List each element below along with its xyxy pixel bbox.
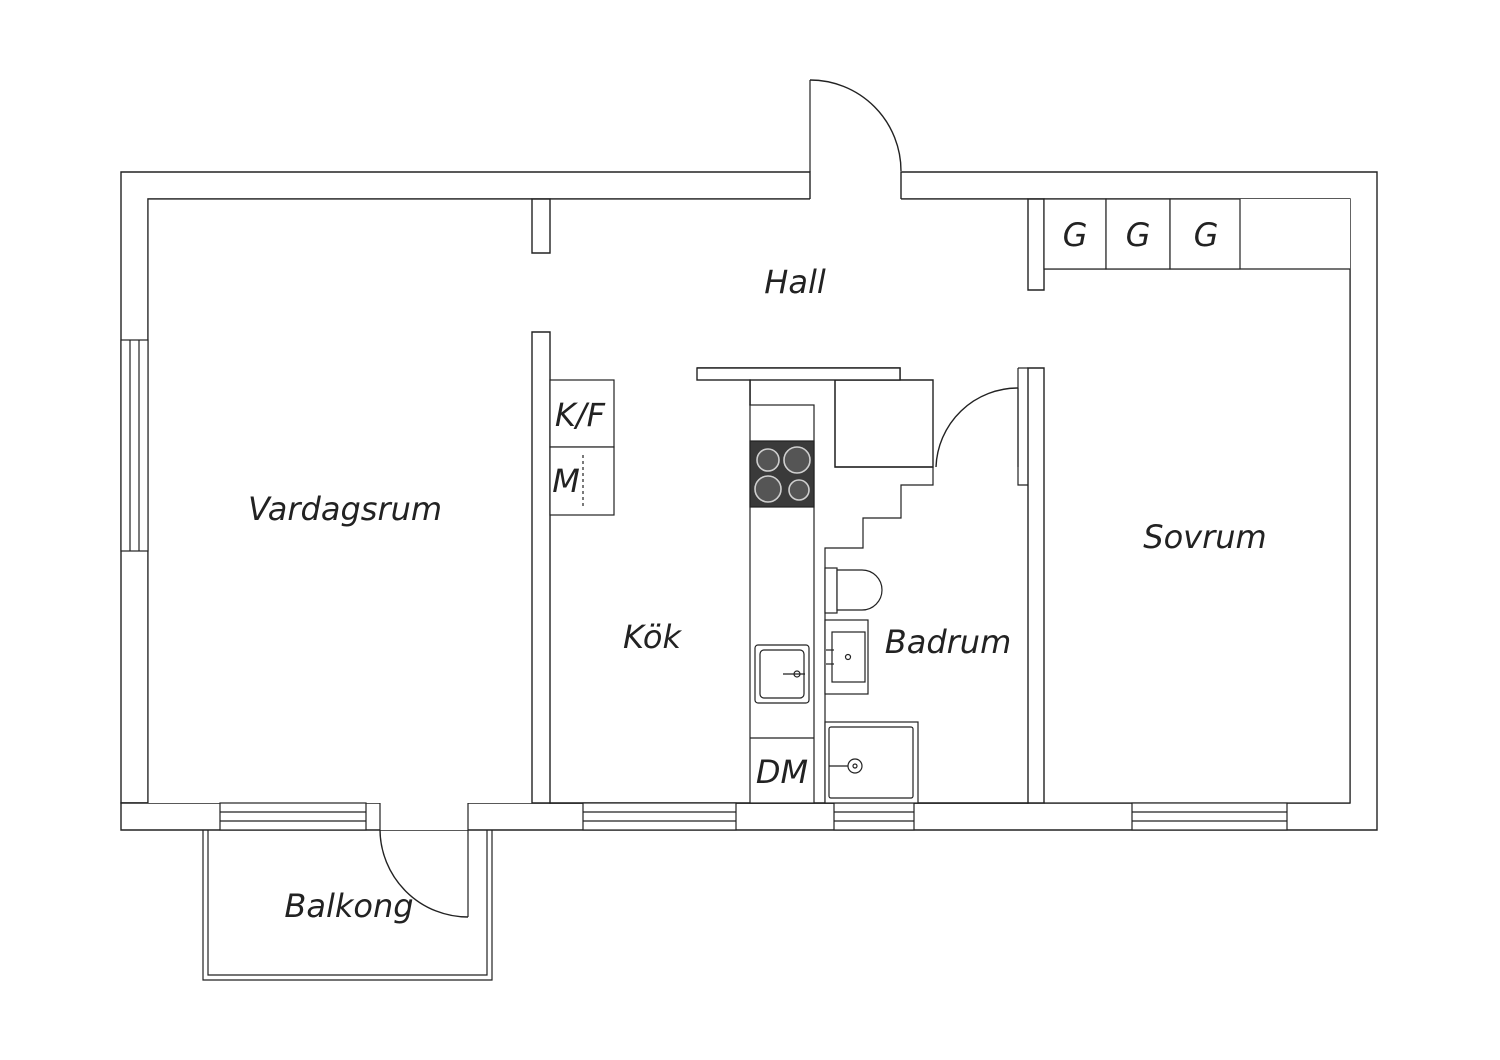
fridge-freezer-label: K/F <box>555 396 606 434</box>
microwave-label: M <box>552 462 580 500</box>
room-label-sovrum: Sovrum <box>1143 518 1266 556</box>
room-labels: Vardagsrum Hall Kök Badrum Sovrum Balkon… <box>248 263 1267 925</box>
wardrobes: G G G <box>1043 198 1241 270</box>
wardrobe-3-label: G <box>1194 216 1219 254</box>
walls <box>120 171 1378 831</box>
bathroom-fixtures <box>824 567 919 804</box>
wardrobe-2-label: G <box>1126 216 1151 254</box>
balcony <box>202 803 493 981</box>
stove-hob-icon <box>749 440 815 508</box>
fridge-freezer <box>549 379 615 448</box>
wardrobe-1 <box>1043 198 1107 270</box>
wardrobe-2 <box>1105 198 1171 270</box>
kitchen-fixtures: K/F M DM <box>549 379 815 804</box>
room-label-vardagsrum: Vardagsrum <box>248 490 442 528</box>
room-label-balkong: Balkong <box>284 887 413 925</box>
microwave-cabinet <box>549 446 615 516</box>
window-living-left <box>120 339 149 552</box>
washbasin-icon <box>824 619 869 695</box>
kitchen-sink-icon <box>754 644 810 704</box>
wall-bath-bedroom <box>1027 367 1045 804</box>
windows <box>120 339 1288 831</box>
room-label-badrum: Badrum <box>885 623 1011 661</box>
wall-living-kitchen <box>531 331 551 804</box>
wall-living-hall-top <box>531 198 551 254</box>
shower-tray-icon <box>824 721 919 804</box>
dishwasher-label: DM <box>756 753 808 791</box>
window-bathroom <box>833 802 915 831</box>
wardrobe-1-label: G <box>1063 216 1088 254</box>
wall-hall-bedroom-top <box>1027 198 1045 291</box>
wardrobe-3 <box>1169 198 1241 270</box>
bathroom-door <box>935 387 1019 468</box>
room-label-hall: Hall <box>764 263 826 301</box>
window-living-bottom <box>219 802 367 831</box>
room-label-kok: Kök <box>623 618 682 656</box>
window-bedroom <box>1131 802 1288 831</box>
toilet-icon <box>824 567 883 614</box>
doors <box>379 79 1019 918</box>
balcony-door <box>379 829 469 918</box>
entrance-door <box>809 79 902 172</box>
window-kitchen <box>582 802 737 831</box>
